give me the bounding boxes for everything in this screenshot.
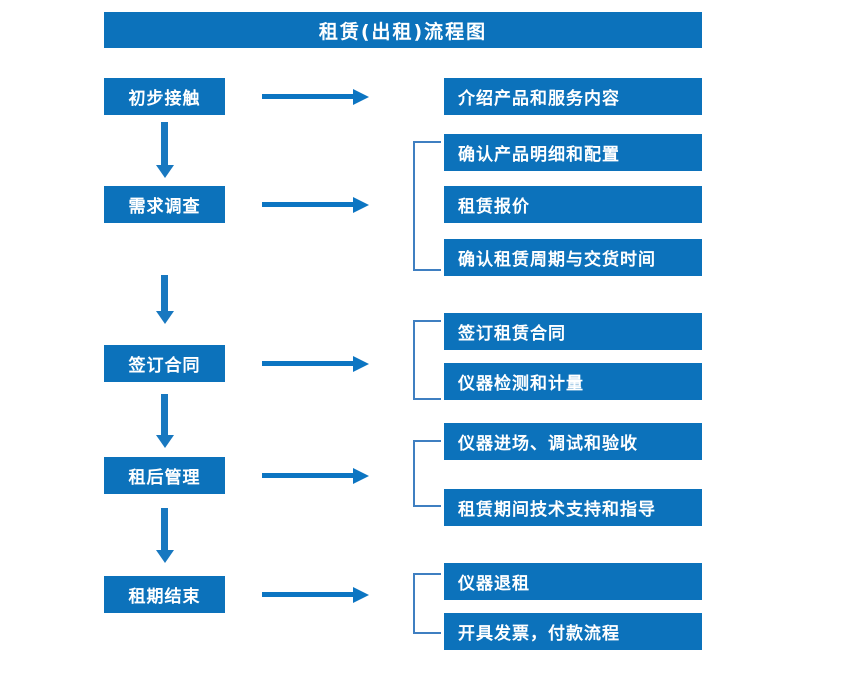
detail-box-3-1[interactable]: 签订租赁合同 [444, 313, 702, 350]
vertical-arrow-4 [161, 508, 168, 551]
bracket-connector-3 [413, 320, 441, 400]
horizontal-arrow-1 [262, 94, 354, 99]
horizontal-arrow-4 [262, 473, 354, 478]
vertical-arrow-3 [161, 394, 168, 436]
bracket-connector-5 [413, 573, 441, 634]
vertical-arrow-2 [161, 275, 168, 312]
detail-box-4-1[interactable]: 仪器进场、调试和验收 [444, 423, 702, 460]
bracket-connector-2 [413, 141, 441, 271]
stage-box-5[interactable]: 租期结束 [104, 576, 225, 613]
stage-box-3[interactable]: 签订合同 [104, 345, 225, 382]
horizontal-arrow-5 [262, 592, 354, 597]
vertical-arrow-1 [161, 122, 168, 166]
bracket-connector-4 [413, 440, 441, 507]
detail-box-4-2[interactable]: 租赁期间技术支持和指导 [444, 489, 702, 526]
detail-box-5-1[interactable]: 仪器退租 [444, 563, 702, 600]
detail-box-2-3[interactable]: 确认租赁周期与交货时间 [444, 239, 702, 276]
detail-box-2-2[interactable]: 租赁报价 [444, 186, 702, 223]
stage-box-2[interactable]: 需求调查 [104, 186, 225, 223]
stage-box-1[interactable]: 初步接触 [104, 78, 225, 115]
horizontal-arrow-2 [262, 202, 354, 207]
horizontal-arrow-3 [262, 361, 354, 366]
detail-box-3-2[interactable]: 仪器检测和计量 [444, 363, 702, 400]
diagram-title: 租赁(出租)流程图 [104, 12, 702, 48]
detail-box-2-1[interactable]: 确认产品明细和配置 [444, 134, 702, 171]
stage-box-4[interactable]: 租后管理 [104, 457, 225, 494]
detail-box-5-2[interactable]: 开具发票，付款流程 [444, 613, 702, 650]
detail-box-1-1[interactable]: 介绍产品和服务内容 [444, 78, 702, 115]
